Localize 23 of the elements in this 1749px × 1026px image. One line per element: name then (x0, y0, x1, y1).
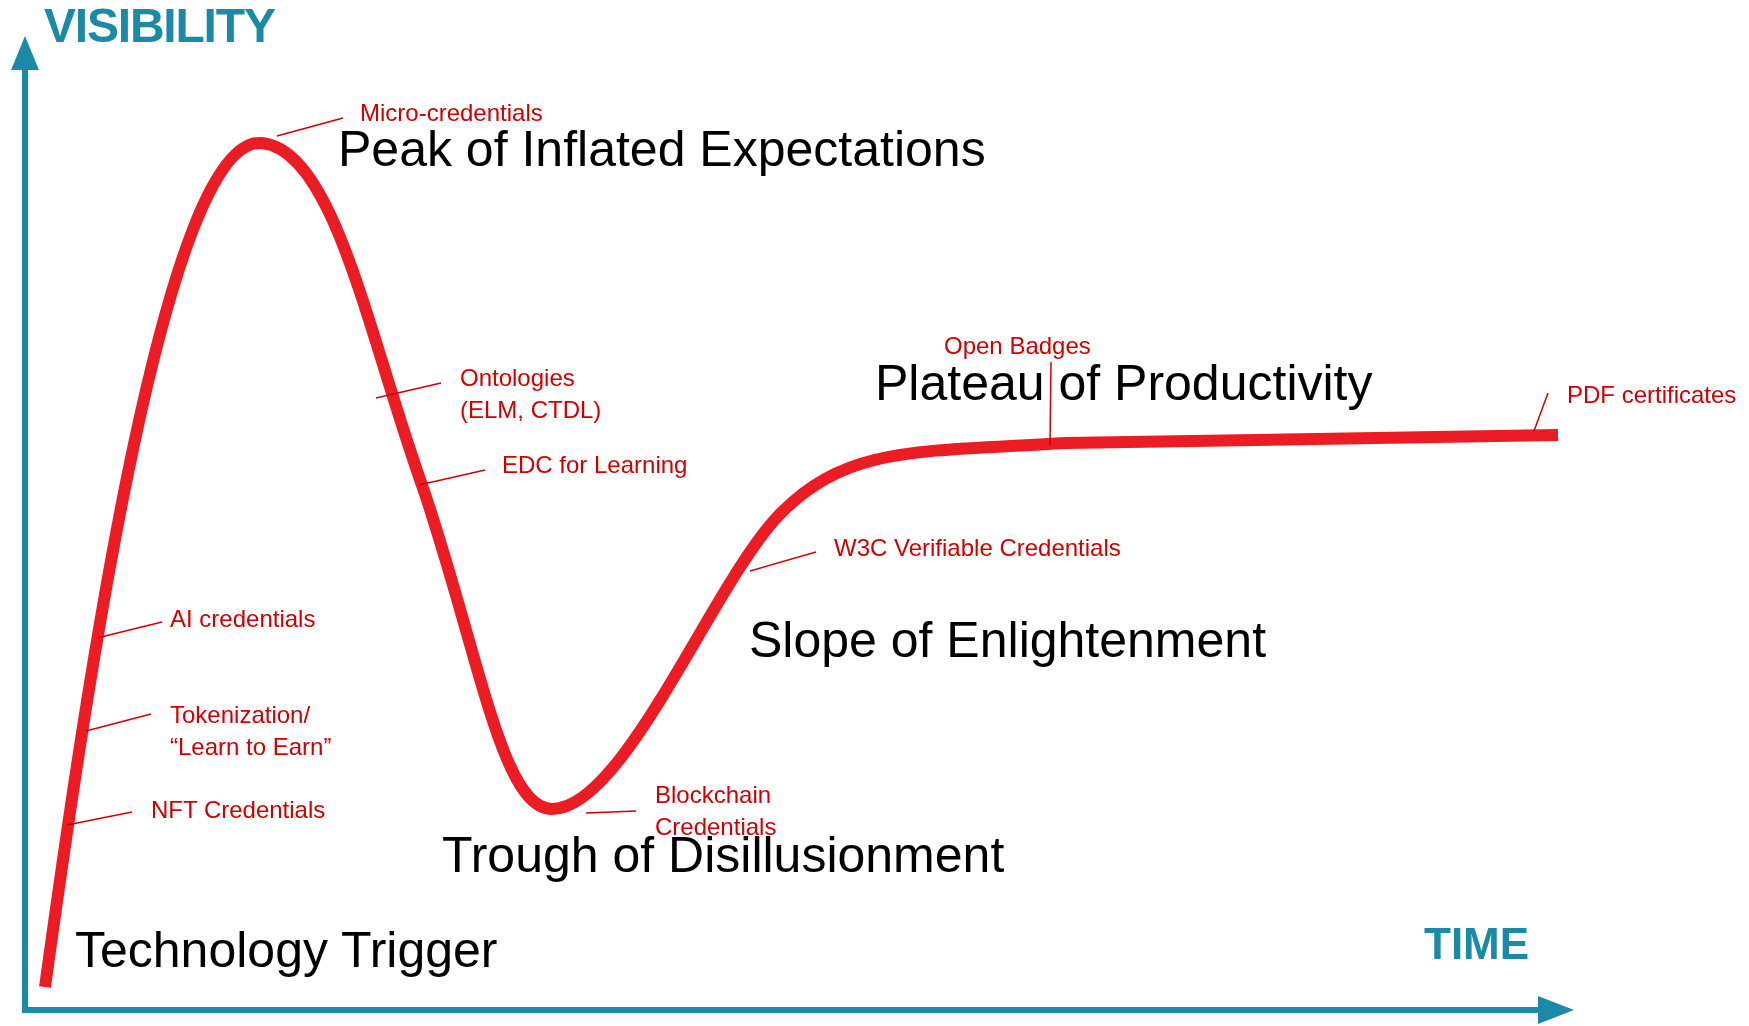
axis-title: VISIBILITY (44, 2, 275, 50)
callout-label: Open Badges (944, 331, 1091, 361)
leader-line (418, 469, 486, 486)
callout-label: NFT Credentials (151, 795, 326, 825)
leader-line (96, 621, 163, 639)
leader-line (1049, 361, 1052, 446)
phase-label: Plateau of Productivity (875, 358, 1373, 408)
leader-line (85, 713, 152, 732)
callout-label: AI credentials (170, 604, 316, 634)
callout-label: Tokenization/ “Learn to Earn” (170, 700, 333, 762)
leader-line (749, 551, 817, 572)
leader-line (276, 117, 344, 137)
callout-label: W3C Verifiable Credentials (834, 533, 1121, 563)
leader-line (66, 811, 133, 826)
phase-label: Slope of Enlightenment (749, 615, 1267, 665)
callout-label: Ontologies (ELM, CTDL) (460, 363, 603, 425)
leader-line (375, 382, 442, 399)
phase-label: Technology Trigger (75, 925, 498, 975)
callout-label: EDC for Learning (502, 450, 688, 480)
axis-title: TIME (1424, 922, 1530, 966)
callout-label: PDF certificates (1567, 380, 1737, 410)
leader-line (1533, 392, 1549, 432)
leader-line (585, 810, 637, 814)
